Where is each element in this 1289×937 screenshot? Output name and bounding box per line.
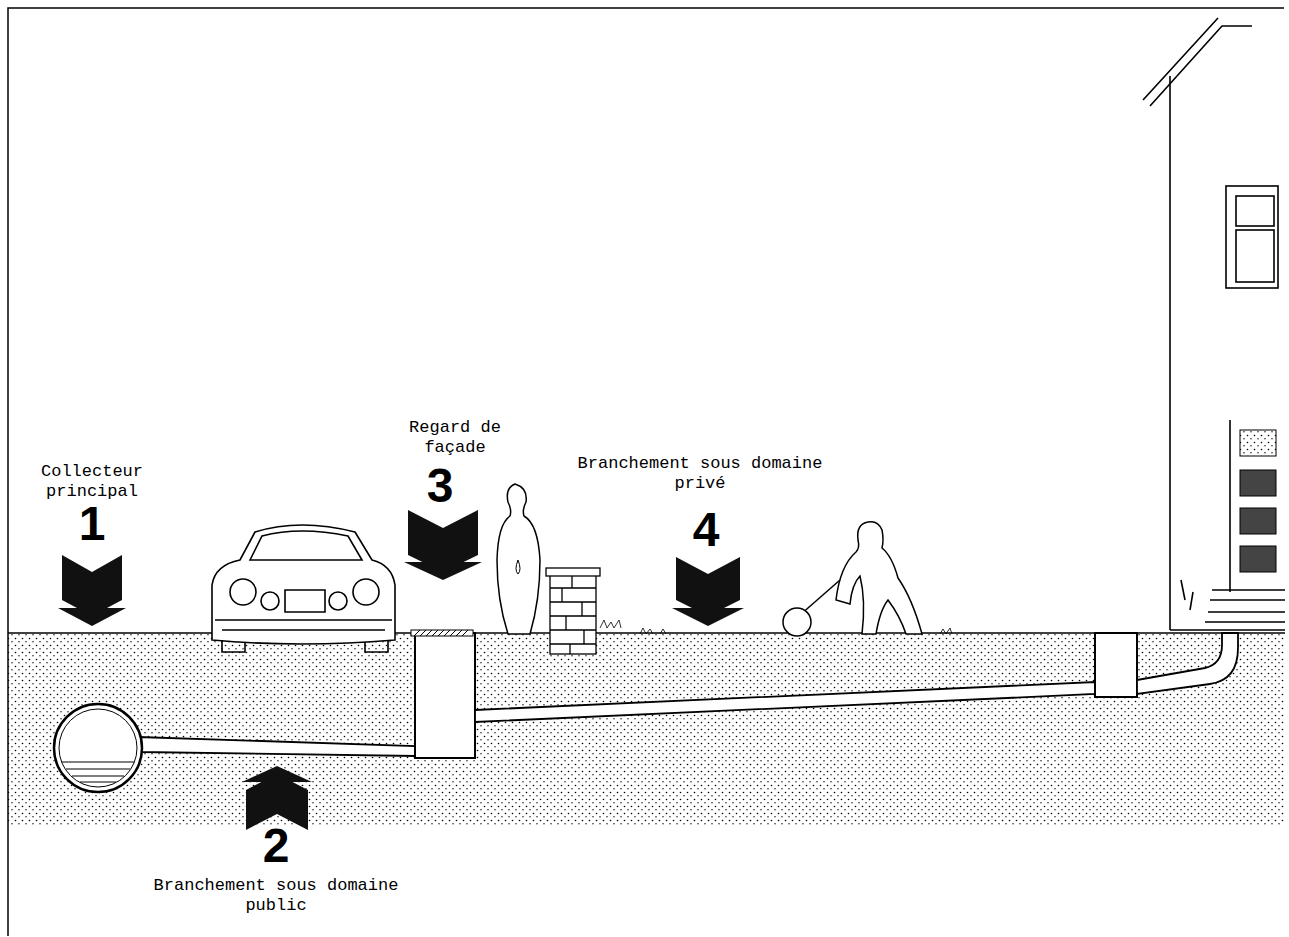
callout-arrow xyxy=(404,562,482,580)
door-panes xyxy=(1240,430,1276,572)
car xyxy=(212,525,395,652)
callout-arrow xyxy=(58,608,126,626)
frame xyxy=(8,8,1284,936)
main-collector-inner xyxy=(59,709,137,787)
ground xyxy=(8,633,1285,826)
house xyxy=(1143,18,1285,630)
callout-number: 1 xyxy=(62,500,122,548)
facade-manhole xyxy=(415,633,475,758)
callout-number: 3 xyxy=(410,462,470,510)
private-pipe xyxy=(475,682,1095,722)
callout-number: 4 xyxy=(676,506,736,554)
part-label: Branchement sous domaine public xyxy=(151,876,401,917)
callout-arrow xyxy=(672,608,744,626)
main-collector xyxy=(54,704,142,792)
person xyxy=(497,484,540,634)
callout-arrow xyxy=(676,557,740,616)
public-pipe xyxy=(138,737,415,756)
lid-hatch xyxy=(414,630,468,636)
water xyxy=(62,762,134,782)
gardener xyxy=(783,522,922,636)
pillar xyxy=(546,568,600,654)
part-label: Branchement sous domaine privé xyxy=(575,454,825,495)
callout-arrow xyxy=(62,555,122,616)
grass xyxy=(600,620,952,634)
callout-number: 2 xyxy=(246,822,306,870)
house-pipe xyxy=(1137,633,1238,694)
callout-arrow xyxy=(242,766,312,782)
manhole-lid xyxy=(411,630,473,636)
part-label: Collecteur principal xyxy=(27,462,157,503)
person-detail xyxy=(516,560,520,574)
inspection-box xyxy=(1095,633,1137,697)
part-label: Regard de façade xyxy=(395,418,515,459)
